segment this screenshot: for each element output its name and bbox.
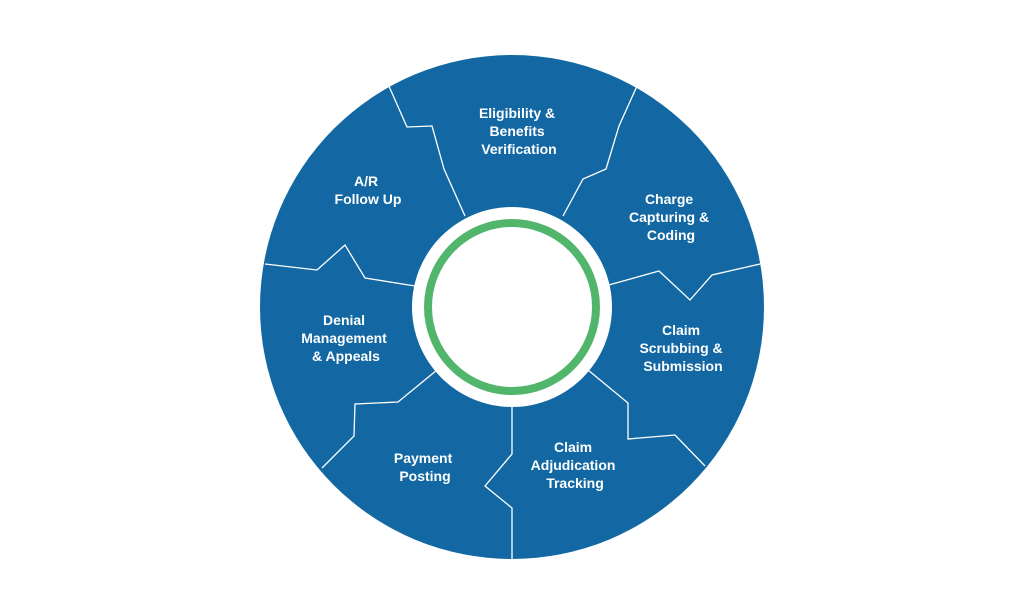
label-line: Capturing & [629, 209, 709, 225]
label-line: Submission [643, 358, 722, 374]
label-line: Verification [481, 141, 556, 157]
hub-green-ring [424, 219, 600, 395]
label-line: Claim [554, 439, 592, 455]
divider-ar-eligibility [387, 83, 466, 217]
label-line: Coding [647, 227, 695, 243]
divider-charge-claim [604, 263, 761, 301]
label-line: Posting [399, 468, 450, 484]
label-line: Claim [662, 322, 700, 338]
label-charge-capture: Charge Capturing & Coding [629, 191, 713, 243]
label-line: Follow Up [335, 191, 402, 207]
label-ar-follow-up: A/R Follow Up [335, 173, 402, 207]
label-line: Eligibility & [479, 105, 555, 121]
label-payment-posting: Payment Posting [394, 450, 456, 484]
label-line: A/R [354, 173, 378, 189]
label-line: Tracking [546, 475, 604, 491]
segment-dividers [264, 83, 761, 559]
label-claim-scrubbing: Claim Scrubbing & Submission [639, 322, 726, 374]
divider-denial-ar [264, 243, 416, 287]
label-line: Charge [645, 191, 693, 207]
divider-payment-denial [321, 369, 438, 469]
label-eligibility: Eligibility & Benefits Verification [479, 105, 559, 157]
label-denial-management: Denial Management & Appeals [301, 312, 390, 364]
label-line: Benefits [489, 123, 544, 139]
label-line: & Appeals [312, 348, 380, 364]
divider-claim-adjudication [587, 369, 706, 467]
label-line: Denial [323, 312, 365, 328]
divider-eligibility-charge [562, 85, 638, 217]
label-line: Scrubbing & [639, 340, 722, 356]
label-line: Payment [394, 450, 453, 466]
label-line: Management [301, 330, 387, 346]
label-line: Adjudication [531, 457, 616, 473]
divider-adjudication-payment [484, 405, 513, 559]
label-claim-adjudication: Claim Adjudication Tracking [531, 439, 620, 491]
